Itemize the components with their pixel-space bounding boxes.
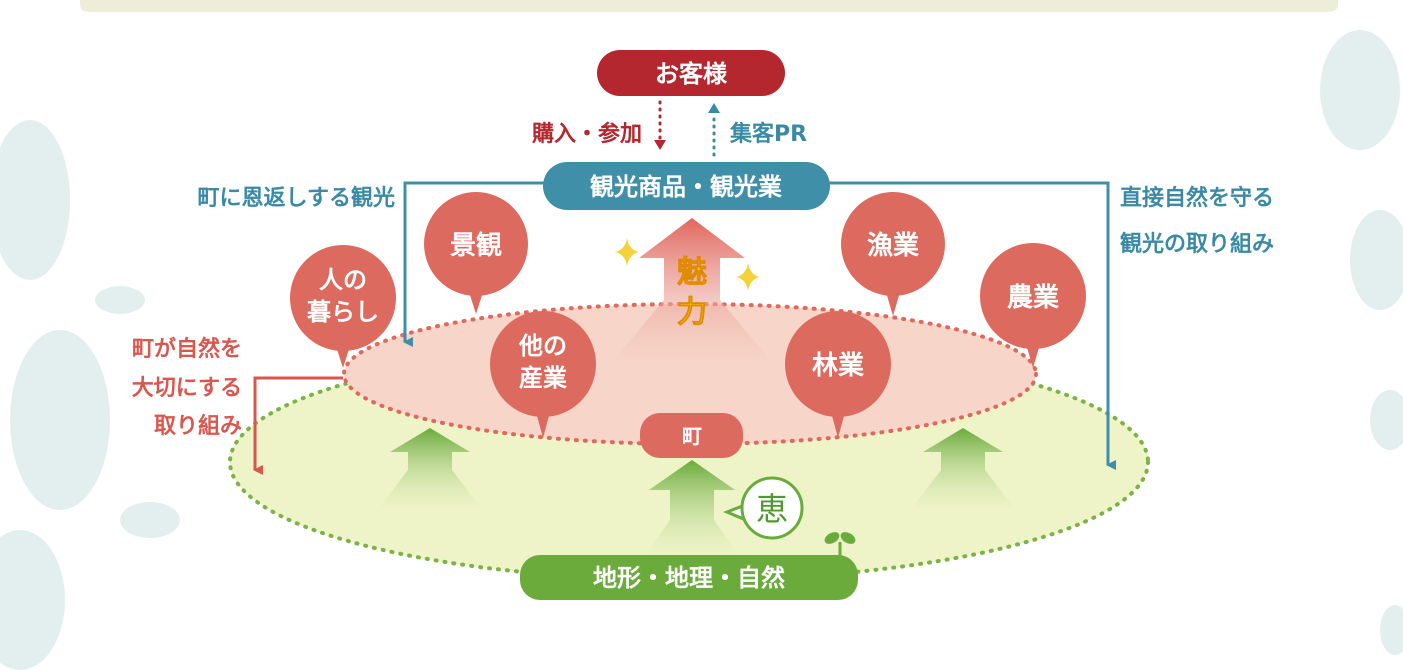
town-care-label-1: 町が自然を xyxy=(132,336,242,362)
left-flow-line xyxy=(403,181,560,347)
svg-text:恵: 恵 xyxy=(756,490,788,528)
charm-text-1: 魅 xyxy=(677,255,707,290)
svg-text:他の: 他の xyxy=(518,332,567,360)
right-tourism-label-2: 観光の取り組み xyxy=(1120,231,1274,257)
town-care-label-3: 取り組み xyxy=(154,413,242,439)
svg-text:暮らし: 暮らし xyxy=(307,298,379,326)
sparkle-icon xyxy=(736,263,760,291)
town-pill xyxy=(640,413,743,458)
leaf-decoration-right xyxy=(1320,30,1403,655)
sparkle-icon xyxy=(615,238,639,266)
balloon-other-industry: 他の 産業 xyxy=(490,311,596,438)
arrow-up-icon xyxy=(708,103,720,113)
balloon-fishery: 漁業 xyxy=(841,192,945,316)
svg-text:漁業: 漁業 xyxy=(867,231,919,261)
blessing-bubble: 恵 xyxy=(723,476,804,540)
nature-pill xyxy=(520,555,858,600)
balloon-agriculture: 農業 xyxy=(980,243,1086,368)
svg-text:景観: 景観 xyxy=(450,230,502,261)
svg-text:農業: 農業 xyxy=(1007,283,1059,313)
growth-arrow-right xyxy=(909,428,1017,512)
town-label: 町 xyxy=(682,424,702,448)
svg-text:産業: 産業 xyxy=(519,364,567,392)
tourism-products-label: 観光商品・観光業 xyxy=(590,173,782,201)
balloon-scenery: 景観 xyxy=(424,192,528,314)
top-banner xyxy=(80,0,1338,12)
customer-pill xyxy=(597,50,785,96)
customer-label: お客様 xyxy=(655,60,728,88)
charm-arrow xyxy=(614,218,770,360)
left-tourism-label: 町に恩返しする観光 xyxy=(197,185,395,211)
growth-arrow-left xyxy=(376,428,484,512)
right-flow-line xyxy=(820,181,1116,470)
svg-text:林業: 林業 xyxy=(812,351,864,381)
promotion-label: 集客PR xyxy=(729,121,807,147)
balloon-forestry: 林業 xyxy=(785,311,891,438)
svg-text:人の: 人の xyxy=(319,266,367,294)
leaf-decoration-left xyxy=(0,120,180,670)
nature-label: 地形・地理・自然 xyxy=(593,564,785,592)
charm-text-2: 力 xyxy=(677,295,707,330)
growth-arrow-center xyxy=(644,460,740,558)
town-care-line xyxy=(253,376,343,475)
town-care-label-2: 大切にする xyxy=(132,376,242,401)
sprout-icon xyxy=(824,532,856,556)
right-tourism-label-1: 直接自然を守る xyxy=(1120,185,1274,211)
arrow-down-icon xyxy=(654,140,666,150)
tourism-products-pill xyxy=(543,162,830,210)
purchase-label: 購入・参加 xyxy=(532,121,642,147)
balloon-life: 人の 暮らし xyxy=(290,245,396,368)
